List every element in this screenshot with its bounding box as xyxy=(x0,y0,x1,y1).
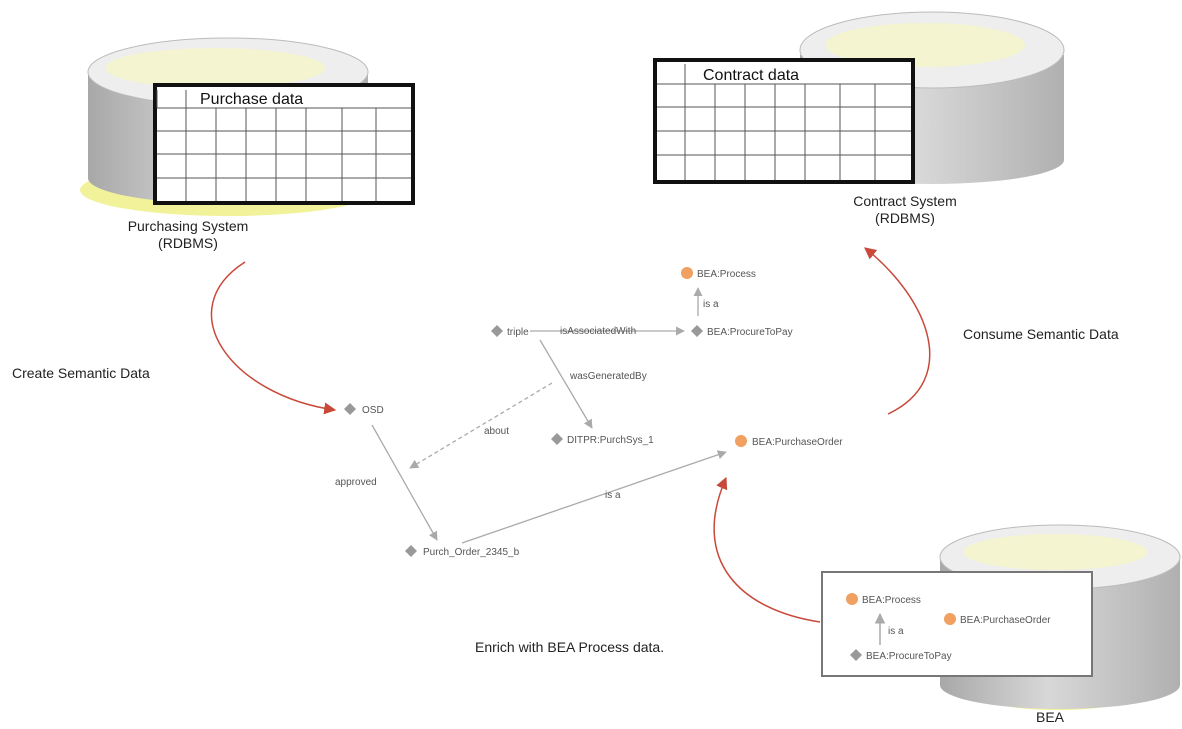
bea-process-node-icon xyxy=(846,593,858,605)
bea-box-process: BEA:Process xyxy=(862,595,921,606)
edge-is-associated-with: isAssociatedWith xyxy=(560,326,636,337)
bea-purchaseorder-node-icon xyxy=(944,613,956,625)
ditpr-node-icon xyxy=(551,433,563,445)
consume-arrow xyxy=(864,247,931,415)
edge-about: about xyxy=(484,426,509,437)
edge-was-generated-by: wasGeneratedBy xyxy=(569,371,647,382)
contract-data-title: Contract data xyxy=(703,67,799,84)
bea-ontology-box: BEA:Process BEA:PurchaseOrder BEA:Procur… xyxy=(821,571,1093,677)
bea-box-purchase-order: BEA:PurchaseOrder xyxy=(960,615,1051,626)
bea-label: BEA xyxy=(1036,709,1065,725)
consume-semantic-data-label: Consume Semantic Data xyxy=(963,326,1119,342)
node-bea-procure: BEA:ProcureToPay xyxy=(707,327,793,338)
node-purch-order: Purch_Order_2345_b xyxy=(423,547,520,558)
purchase-data-table: Purchase data xyxy=(153,83,415,205)
edge-is-a-bottom: is a xyxy=(605,490,621,501)
osd-node-icon xyxy=(344,403,356,415)
contract-system-sublabel: (RDBMS) xyxy=(875,210,935,226)
contract-data-table: Contract data xyxy=(653,58,915,184)
bea-purchaseorder-node-icon xyxy=(735,435,747,447)
bea-box-procure: BEA:ProcureToPay xyxy=(866,651,952,662)
semantic-graph-edges xyxy=(371,287,727,544)
node-triple: triple xyxy=(507,327,529,338)
purch-order-node-icon xyxy=(405,545,417,557)
create-arrow xyxy=(210,261,337,415)
node-osd: OSD xyxy=(362,405,384,416)
bea-procure-node-icon xyxy=(850,649,862,661)
enrich-arrow xyxy=(713,476,821,623)
create-semantic-data-label: Create Semantic Data xyxy=(12,365,150,381)
bea-procure-node-icon xyxy=(691,325,703,337)
node-ditpr: DITPR:PurchSys_1 xyxy=(567,435,654,446)
node-bea-purchase-order: BEA:PurchaseOrder xyxy=(752,437,843,448)
contract-system-label: Contract System xyxy=(853,193,956,209)
bea-process-node-icon xyxy=(681,267,693,279)
enrich-bea-label: Enrich with BEA Process data. xyxy=(475,639,664,655)
bea-box-is-a: is a xyxy=(888,626,904,637)
edge-is-a-top: is a xyxy=(703,299,719,310)
node-bea-process: BEA:Process xyxy=(697,269,756,280)
triple-node-icon xyxy=(491,325,503,337)
purchasing-system-sublabel: (RDBMS) xyxy=(158,235,218,251)
edge-approved: approved xyxy=(335,477,377,488)
purchasing-system-label: Purchasing System xyxy=(128,218,249,234)
purchase-data-title: Purchase data xyxy=(200,91,303,108)
